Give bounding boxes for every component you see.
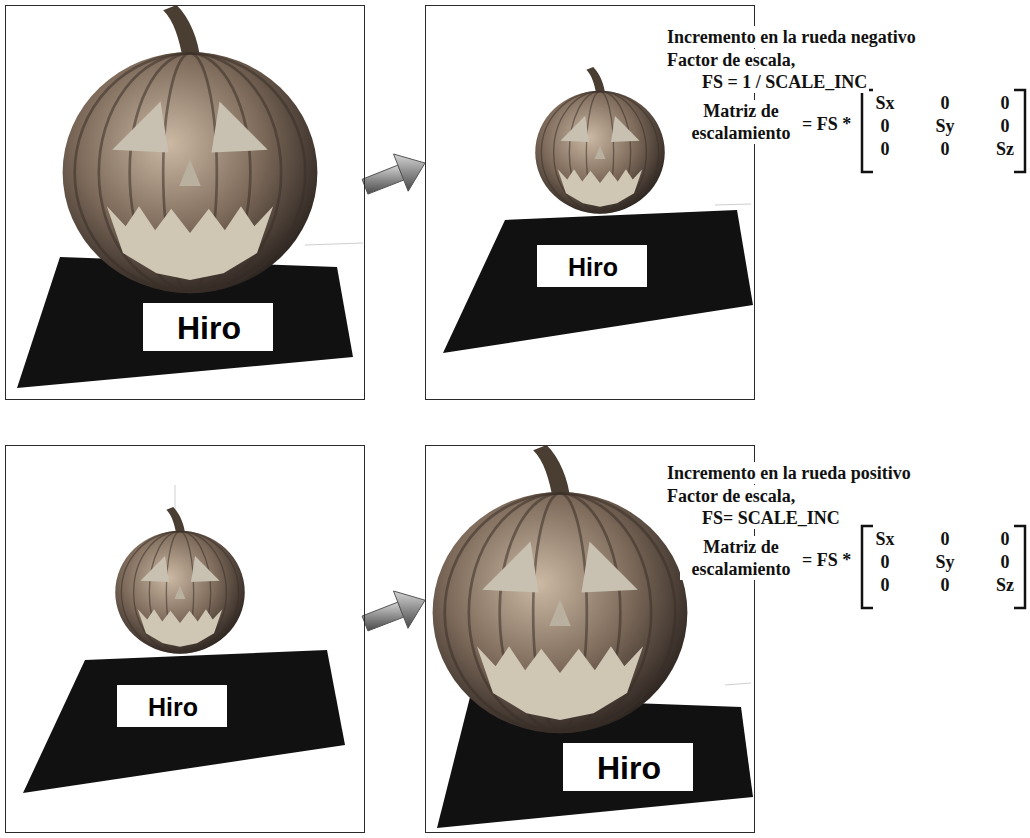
matrix-cell: 0 <box>1000 551 1011 573</box>
arrow-shaft <box>362 602 404 631</box>
note-text: Factor de escala, <box>665 485 797 507</box>
matrix-cell: 0 <box>880 551 891 573</box>
matrix-cell: 0 <box>1000 92 1011 114</box>
note-text: Factor de escala, <box>665 49 797 71</box>
matrix-cell: Sx <box>874 92 895 114</box>
matrix-cell: 0 <box>880 115 891 137</box>
formula-text: = FS * <box>800 113 853 135</box>
pumpkin-scene-small <box>23 485 345 793</box>
matrix-cell: 0 <box>940 138 951 160</box>
matrix-cell: 0 <box>880 138 891 160</box>
heading-note: Incremento en la rueda positivo <box>665 462 913 484</box>
heading-note: Incremento en la rueda negativo <box>665 26 918 48</box>
matrix-cell: Sx <box>874 528 895 550</box>
formula-text: = FS * <box>800 549 853 571</box>
matrix-cell: Sy <box>934 115 955 137</box>
matrix-cell: Sy <box>934 551 955 573</box>
matrix-cell: 0 <box>880 574 891 596</box>
transition-arrow <box>362 154 425 194</box>
pumpkin-scene-large <box>17 5 363 388</box>
arrow-shaft <box>362 165 404 194</box>
matrix-cell: 0 <box>940 574 951 596</box>
transition-arrow <box>362 591 425 631</box>
matrix-cell: 0 <box>1000 115 1011 137</box>
scene-panel: Hiro <box>5 5 365 400</box>
matrix-cell: Sz <box>995 574 1015 596</box>
matrix-caption: Matriz de escalamiento <box>680 536 802 580</box>
matrix-caption: Matriz de escalamiento <box>680 100 802 144</box>
marker-text: Hiro <box>564 744 694 792</box>
matrix-cell: 0 <box>1000 528 1011 550</box>
arrow-head <box>394 154 426 191</box>
marker-text: Hiro <box>118 686 228 728</box>
formula-text: FS = 1 / SCALE_INC <box>700 71 869 93</box>
formula-text: FS= SCALE_INC <box>700 507 842 529</box>
scene-panel: Hiro <box>5 445 365 833</box>
matrix-bracket <box>862 90 1025 608</box>
matrix-cell: 0 <box>940 528 951 550</box>
matrix-cell: Sz <box>995 138 1015 160</box>
marker-text: Hiro <box>144 304 274 352</box>
arrow-head <box>394 591 426 628</box>
matrix-cell: 0 <box>940 92 951 114</box>
marker-text: Hiro <box>538 246 648 288</box>
